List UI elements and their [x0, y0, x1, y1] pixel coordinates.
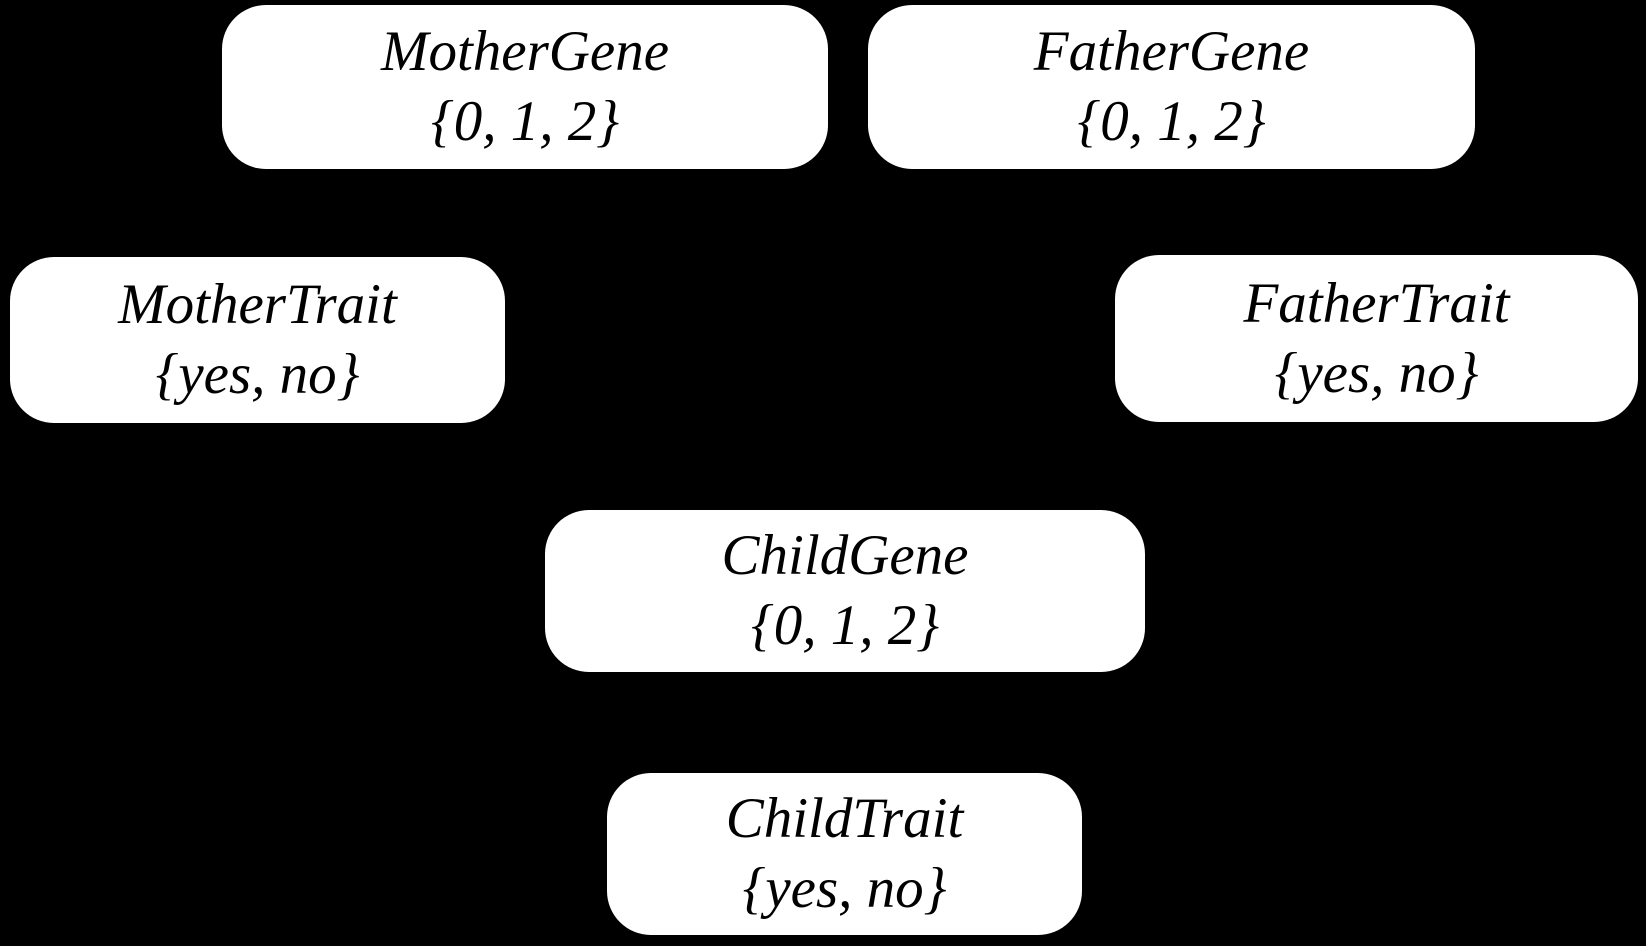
node-childgene-domain: {0, 1, 2} [750, 594, 940, 657]
node-mothergene-label: MotherGene [380, 20, 670, 83]
node-fathergene-domain: {0, 1, 2} [1077, 90, 1266, 153]
node-mothertrait-domain: {yes, no} [155, 343, 360, 406]
node-fathertrait: FatherTrait {yes, no} [1115, 255, 1638, 422]
node-fathergene: FatherGene {0, 1, 2} [868, 5, 1475, 169]
node-mothergene-domain: {0, 1, 2} [430, 90, 620, 153]
node-mothertrait-label: MotherTrait [118, 273, 397, 336]
node-fathertrait-label: FatherTrait [1243, 271, 1510, 335]
node-childgene: ChildGene {0, 1, 2} [545, 510, 1145, 672]
node-childgene-label: ChildGene [721, 524, 969, 587]
node-mothertrait: MotherTrait {yes, no} [10, 257, 505, 423]
node-childtrait-domain: {yes, no} [742, 857, 947, 920]
node-childtrait-label: ChildTrait [725, 787, 964, 850]
node-mothergene: MotherGene {0, 1, 2} [222, 5, 828, 169]
node-fathertrait-domain: {yes, no} [1274, 341, 1479, 405]
node-childtrait: ChildTrait {yes, no} [607, 773, 1082, 935]
node-fathergene-label: FatherGene [1033, 20, 1310, 83]
